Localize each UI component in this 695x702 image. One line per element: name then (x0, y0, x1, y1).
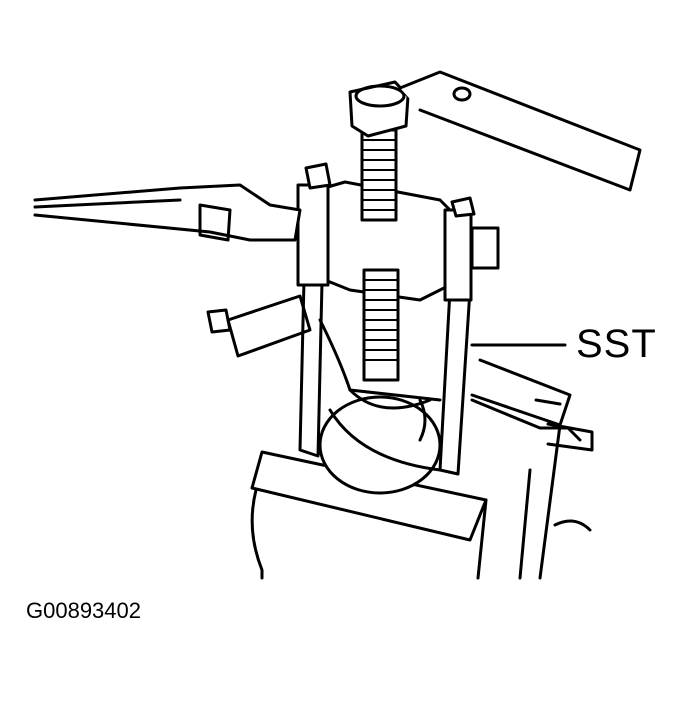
adjustable-wrench (33, 183, 302, 242)
lower-crossbar (206, 294, 594, 452)
sst-callout-label: SST (576, 322, 657, 366)
forcing-screw (348, 80, 410, 382)
puller-yoke (296, 162, 500, 302)
puller-legs (298, 278, 472, 476)
figure-id: G00893402 (26, 598, 141, 623)
box-end-wrench (398, 70, 642, 192)
workpiece (318, 388, 442, 495)
